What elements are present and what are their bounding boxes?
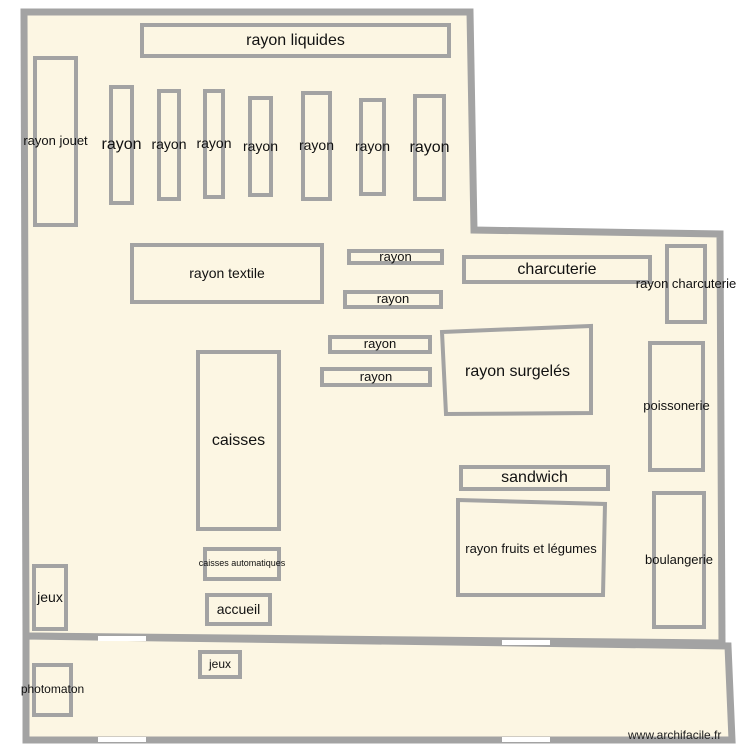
rayon-aisle-label: rayon [298, 137, 335, 154]
rayon-small-1: rayon [347, 249, 444, 265]
boulangerie-label: boulangerie [645, 551, 713, 567]
door-opening [502, 640, 550, 645]
rayon-aisle-6: rayon [355, 98, 390, 196]
rayon-aisle-label: rayon [354, 138, 391, 155]
rayon-fruits-outline [456, 497, 608, 597]
rayon-aisle-2: rayon [151, 89, 187, 201]
rayon-jouet-label: rayon jouet [23, 133, 88, 149]
rayon-fruits-et-legumes: rayon fruits et légumes [458, 502, 604, 596]
rayon-charcuterie: rayon charcuterie [636, 244, 736, 324]
rayon-textile-label: rayon textile [189, 264, 265, 281]
rayon-surgeles-outline [439, 323, 593, 417]
caisses: caisses [196, 350, 281, 531]
rayon-surgeles-label: rayon surgelés [465, 363, 570, 381]
charcuterie: charcuterie [462, 255, 652, 284]
rayon-aisle-1: rayon [101, 85, 142, 205]
charcuterie-label: charcuterie [517, 260, 597, 278]
rayon-small-4: rayon [320, 367, 432, 387]
photomaton: photomaton [21, 663, 84, 717]
caisses-automatiques: caisses automatiques [199, 547, 285, 581]
door-opening [502, 737, 550, 742]
rayon-aisle-5: rayon [298, 91, 335, 201]
entrance-floor [22, 632, 736, 744]
door-opening [98, 636, 146, 641]
photomaton-label: photomaton [20, 682, 85, 697]
rayon-textile: rayon textile [130, 243, 324, 304]
sandwich-label: sandwich [501, 469, 568, 487]
rayon-small-3: rayon [328, 335, 432, 354]
rayon-aisle-3: rayon [196, 89, 232, 199]
rayon-small-label: rayon [359, 368, 393, 384]
rayon-aisle-label: rayon [409, 138, 450, 156]
rayon-small-label: rayon [379, 248, 412, 264]
rayon-jouet: rayon jouet [23, 56, 88, 227]
rayon-liquides: rayon liquides [140, 23, 451, 58]
jeux-label: jeux [208, 656, 231, 671]
rayon-aisle-label: rayon [196, 135, 232, 152]
jeux-area-2: jeux [198, 650, 242, 679]
poissonerie-label: poissonerie [643, 398, 710, 414]
jeux-label: jeux [37, 588, 63, 605]
boulangerie: boulangerie [645, 491, 713, 629]
rayon-aisle-7: rayon [409, 94, 450, 201]
accueil: accueil [205, 593, 272, 626]
accueil-label: accueil [216, 600, 261, 617]
rayon-aisle-label: rayon [101, 136, 142, 154]
poissonerie: poissonerie [643, 341, 710, 472]
rayon-small-2: rayon [343, 290, 443, 309]
caisses-automatiques-label: caisses automatiques [198, 558, 286, 569]
rayon-fruits-label: rayon fruits et légumes [465, 540, 597, 556]
rayon-surgeles: rayon surgelés [444, 330, 591, 414]
sandwich: sandwich [459, 465, 610, 491]
rayon-small-label: rayon [376, 291, 410, 307]
rayon-aisle-label: rayon [242, 137, 279, 154]
rayon-aisle-label: rayon [151, 136, 187, 153]
caisses-label: caisses [211, 431, 266, 449]
watermark: www.archifacile.fr [628, 728, 722, 742]
rayon-aisle-4: rayon [243, 96, 278, 197]
jeux-area-1: jeux [32, 564, 68, 631]
rayon-small-label: rayon [363, 336, 397, 352]
rayon-liquides-label: rayon liquides [246, 31, 345, 49]
door-opening [98, 737, 146, 742]
rayon-charcuterie-label: rayon charcuterie [635, 275, 737, 291]
